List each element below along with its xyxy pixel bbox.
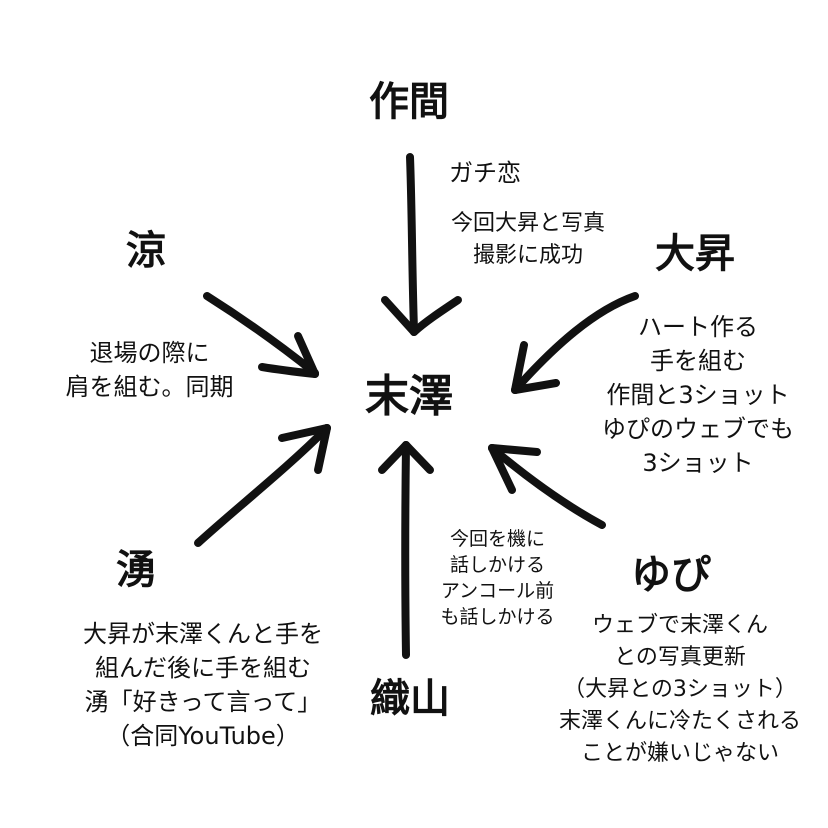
note-line: ガチ恋	[449, 159, 521, 187]
note-sakuma-crush: ガチ恋	[449, 156, 559, 190]
arrow-yuu	[194, 424, 331, 547]
name-yupi: ゆぴ	[631, 552, 711, 598]
note-line: 大昇が末澤くんと手を	[83, 620, 323, 648]
note-line: （合同YouTube）	[106, 722, 300, 750]
note-ryo: 退場の際に 肩を組む。同期	[32, 336, 267, 404]
note-line: 撮影に成功	[472, 243, 583, 268]
arrow-ryo	[203, 292, 319, 378]
note-line: との写真更新	[614, 645, 746, 670]
arrow-sakuma	[381, 153, 462, 336]
center-name: 末澤	[365, 371, 453, 422]
note-line: 組んだ後に手を組む	[95, 654, 311, 682]
name-yuu: 湧	[116, 547, 156, 593]
note-sakuma: 今回大昇と写真 撮影に成功	[428, 208, 628, 272]
note-line: 肩を組む。同期	[65, 373, 234, 401]
note-line: 湧「好きって言って」	[84, 688, 322, 716]
note-line: アンコール前	[440, 580, 555, 602]
note-line: ゆぴのウェブでも	[602, 415, 794, 443]
name-sakuma: 作間	[369, 79, 449, 125]
note-line: 今回を機に	[449, 528, 545, 550]
note-line: ことが嫌いじゃない	[580, 741, 779, 766]
name-ryo: 涼	[126, 228, 166, 274]
note-taisho: ハート作る 手を組む 作間と3ショット ゆぴのウェブでも 3ショット	[588, 310, 808, 480]
note-line: も話しかける	[440, 606, 555, 628]
note-line: 手を組む	[650, 347, 746, 375]
note-line: 話しかける	[449, 554, 545, 576]
note-line: 今回大昇と写真	[450, 211, 605, 236]
arrow-yupi	[488, 444, 606, 529]
note-oriyama: 今回を機に 話しかける アンコール前 も話しかける	[420, 526, 575, 630]
note-yuu: 大昇が末澤くんと手を 組んだ後に手を組む 湧「好きって言って」 （合同YouTu…	[48, 617, 358, 753]
note-yupi: ウェブで末澤くん との写真更新 （大昇との3ショット） 末澤くんに冷たくされる …	[540, 610, 820, 770]
note-line: 3ショット	[642, 449, 754, 477]
note-line: ウェブで末澤くん	[591, 613, 768, 638]
arrow-taisho	[511, 292, 639, 394]
note-line: 退場の際に	[89, 339, 210, 367]
arrow-oriyama	[378, 441, 434, 659]
note-line: 末澤くんに冷たくされる	[558, 709, 801, 734]
name-taisho: 大昇	[655, 231, 735, 277]
note-line: ハート作る	[638, 313, 758, 341]
note-line: （大昇との3ショット）	[563, 677, 797, 702]
name-oriyama: 織山	[370, 676, 450, 722]
note-line: 作間と3ショット	[606, 381, 790, 409]
